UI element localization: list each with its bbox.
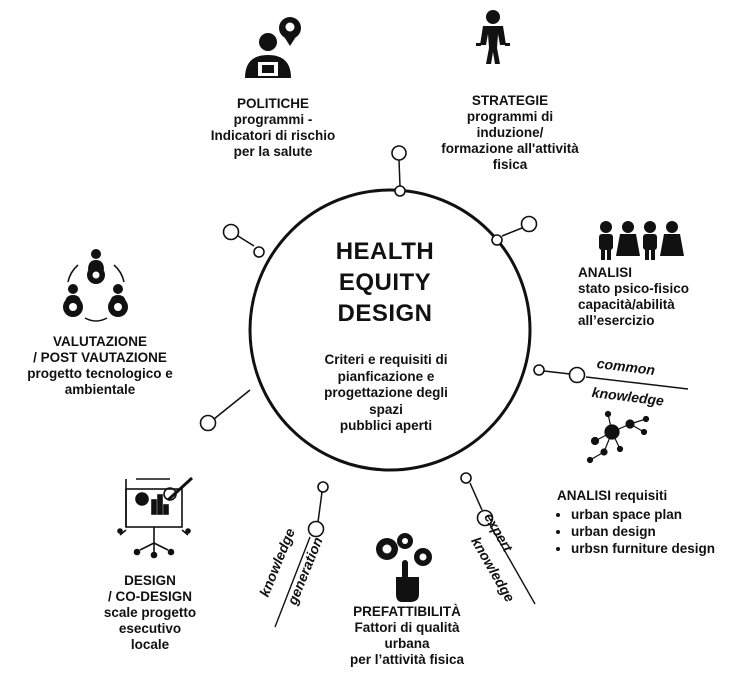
design-line: esecutivo (118, 621, 182, 636)
analisi-stato-title: ANALISI (578, 265, 632, 280)
center-title-line: DESIGN (337, 300, 433, 327)
outer-node (199, 414, 217, 432)
strategie-label: STRATEGIE programmi di induzione/ formaz… (420, 93, 600, 173)
ring-node (491, 234, 503, 246)
list-item: urban design (571, 523, 739, 540)
strategie-line: programmi di (466, 109, 554, 124)
center-subtitle-line: progettazione degli (324, 385, 448, 400)
strategie-line: formazione all'attività (441, 141, 579, 156)
center-title-line: HEALTH (335, 238, 435, 265)
ring-node (317, 481, 329, 493)
outer-node (391, 145, 407, 161)
main-cycle-circle (248, 188, 532, 472)
requisiti-list: urban space plan urban design urbsn furn… (557, 506, 739, 557)
prefattibilita-line: Fattori di qualità (354, 620, 460, 635)
politiche-label: POLITICHE programmi - Indicatori di risc… (183, 96, 363, 160)
runner-icon (476, 10, 510, 64)
politiche-line: per la salute (233, 144, 313, 159)
outer-node (520, 215, 538, 233)
center-subtitle-line: pubblici aperti (339, 418, 433, 433)
politiche-line: Indicatori di rischio (210, 128, 336, 143)
center-subtitle-line: Criteri e requisiti di (324, 352, 448, 367)
team-cycle-icon (63, 249, 128, 322)
valutazione-line: / POST VAUTAZIONE (33, 350, 167, 365)
ring-node (253, 246, 265, 258)
outer-node (307, 520, 325, 538)
design-line: / CO-DESIGN (107, 589, 192, 604)
expert-divider (489, 524, 536, 605)
center-title: HEALTH EQUITY DESIGN (290, 236, 480, 329)
analisi-stato-line: stato psico-fisico (578, 281, 690, 296)
outer-node (476, 509, 494, 527)
ring-node (460, 472, 472, 484)
person-pin-icon (245, 17, 301, 78)
group-people-icon (599, 221, 684, 260)
politiche-line: programmi - (233, 112, 313, 127)
common-divider (585, 376, 689, 390)
valutazione-line: ambientale (64, 382, 136, 397)
analisi-requisiti-title: ANALISI requisiti (557, 488, 668, 503)
design-line: locale (130, 637, 170, 652)
design-label: DESIGN / CO-DESIGN scale progetto esecut… (70, 573, 230, 653)
design-line: scale progetto (103, 605, 197, 620)
analisi-stato-line: all’esercizio (578, 313, 655, 328)
analisi-stato-label: ANALISI stato psico-fisico capacità/abil… (578, 265, 718, 329)
design-board-icon (117, 476, 194, 559)
outer-node (568, 366, 586, 384)
prefattibilita-label: PREFATTIBILITÀ Fattori di qualità urbana… (322, 604, 492, 668)
center-subtitle-line: pianficazione e (337, 368, 435, 384)
valutazione-line: progetto tecnologico e (27, 366, 173, 381)
prefattibilita-line: urbana (384, 636, 430, 651)
center-subtitle: Criteri e requisiti di pianficazione e p… (294, 352, 478, 435)
valutazione-label: VALUTAZIONE / POST VAUTAZIONE progetto t… (20, 334, 180, 398)
prefattibilita-title: PREFATTIBILITÀ (353, 604, 461, 619)
gears-hand-icon (376, 533, 432, 602)
ring-node (394, 185, 406, 197)
ring-node (533, 364, 545, 376)
center-title-line: EQUITY (338, 269, 432, 296)
prefattibilita-line: per l’attività fisica (349, 652, 465, 667)
strategie-line: induzione/ (476, 125, 544, 140)
strategie-title: STRATEGIE (471, 93, 549, 108)
generation-divider (274, 536, 311, 628)
center-subtitle-line: spazi (369, 401, 403, 417)
analisi-requisiti-label: ANALISI requisiti urban space plan urban… (557, 488, 739, 557)
list-item: urban space plan (571, 506, 739, 523)
valutazione-title: VALUTAZIONE (53, 334, 147, 349)
outer-node (222, 223, 240, 241)
list-item: urbsn furniture design (571, 540, 739, 557)
politiche-title: POLITICHE (236, 96, 309, 111)
analisi-stato-line: capacità/abilità (578, 297, 675, 312)
strategie-line: fisica (492, 157, 528, 172)
network-icon (586, 410, 650, 464)
design-title: DESIGN (124, 573, 176, 588)
